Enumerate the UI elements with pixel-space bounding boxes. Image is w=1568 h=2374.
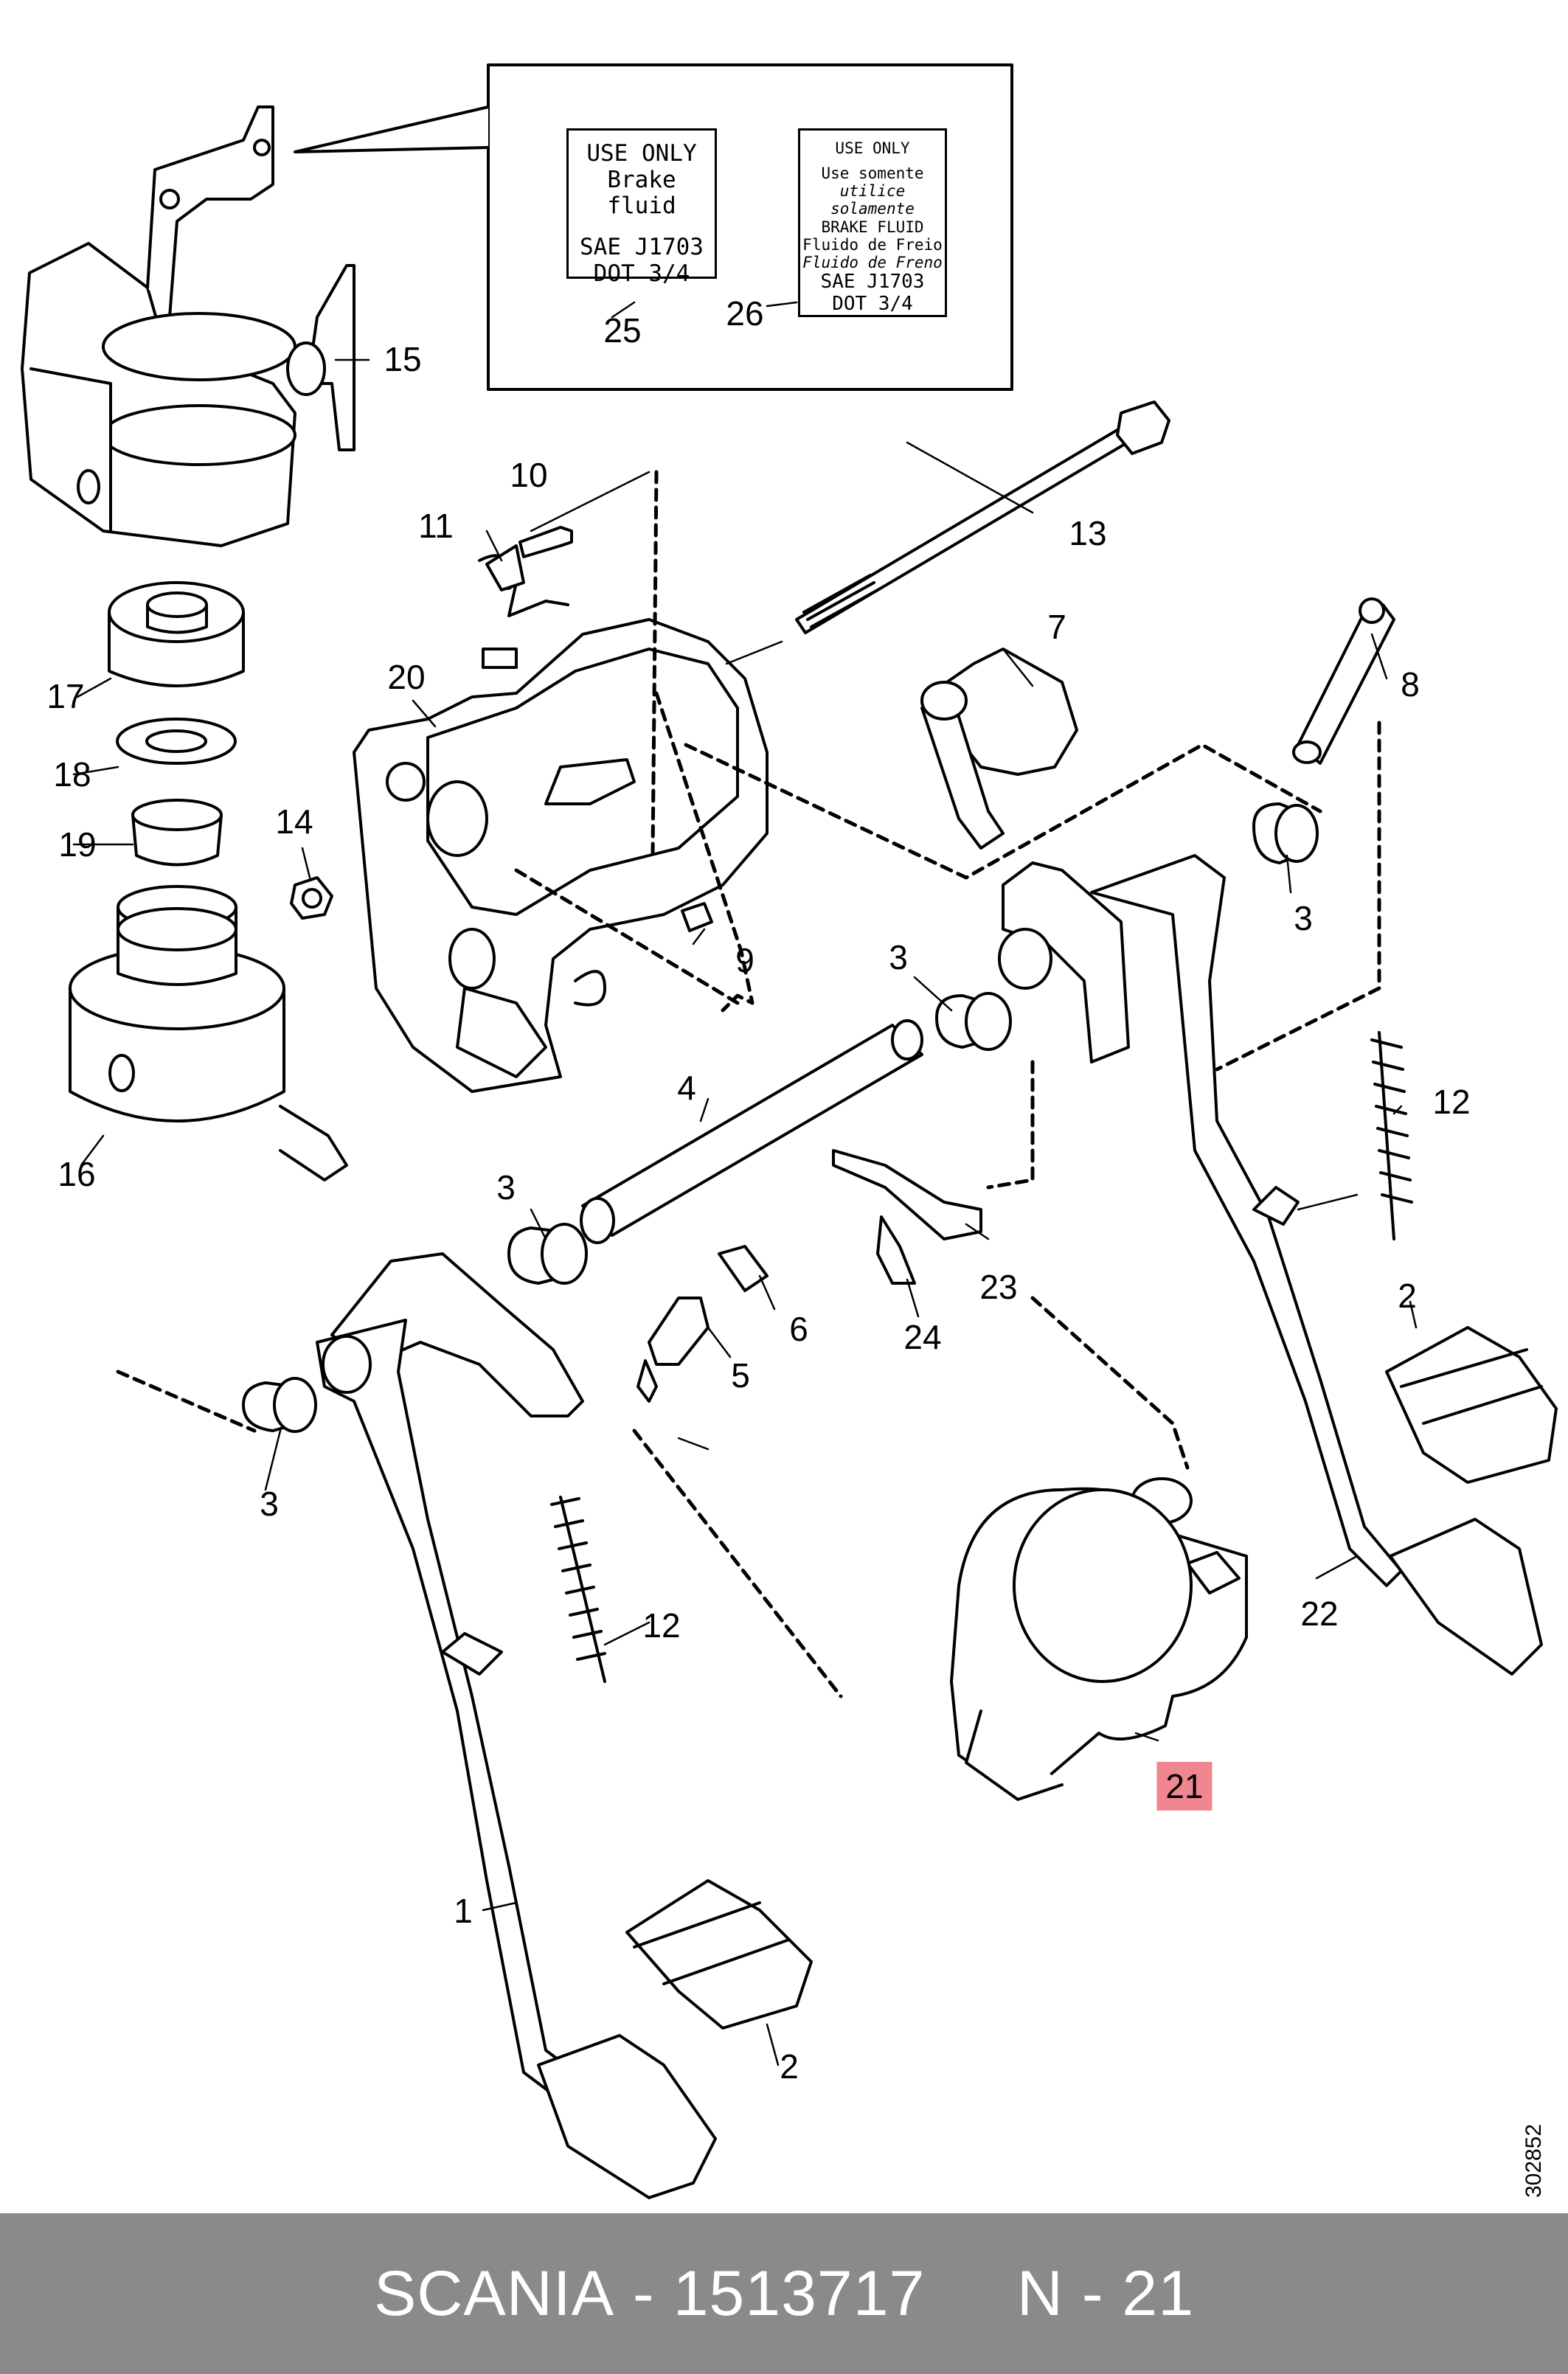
callout-21-highlighted: 21 <box>1156 1762 1213 1811</box>
reservoir-assembly <box>69 581 348 1181</box>
callout-6: 6 <box>789 1310 808 1348</box>
decal-26-line7: SAE J1703 <box>820 270 925 293</box>
decal-25-line4: DOT 3/4 <box>593 260 690 287</box>
master-cylinder <box>950 1477 1248 1801</box>
callout-3-left-lower: 3 <box>260 1485 279 1523</box>
callout-2-left: 2 <box>780 2047 799 2086</box>
callout-4: 4 <box>677 1069 696 1107</box>
decal-brake-fluid: USE ONLY Brake fluid SAE J1703 DOT 3/4 <box>566 128 717 286</box>
callout-7: 7 <box>1047 608 1066 646</box>
decal-25-line3: SAE J1703 <box>580 233 704 260</box>
callout-8: 8 <box>1401 665 1420 704</box>
clutch-pedal <box>316 1252 717 2199</box>
decal-26-line4: BRAKE FLUID <box>821 218 924 236</box>
callout-25: 25 <box>603 311 642 350</box>
callout-5: 5 <box>731 1356 750 1395</box>
sensor-bracket <box>920 597 1395 850</box>
decal-26-line1: USE ONLY <box>835 139 910 157</box>
footer-text: SCANIA - 1513717 N - 21 <box>0 2213 1568 2374</box>
decal-26-line2: Use somente <box>821 164 924 183</box>
callout-20: 20 <box>387 658 426 696</box>
decal-26-line5: Fluido de Freio <box>802 235 943 254</box>
callout-12-left: 12 <box>642 1606 681 1645</box>
decal-25-line2: Brake fluid <box>607 166 676 220</box>
callout-14: 14 <box>275 802 313 841</box>
callout-24: 24 <box>903 1318 942 1356</box>
decal-25-line1: USE ONLY <box>586 140 697 167</box>
callout-10: 10 <box>510 456 548 494</box>
pedal-pads <box>625 1326 1558 2030</box>
mounting-plate <box>353 618 769 1093</box>
assembly-dashed-lines <box>116 470 1381 1698</box>
bushings <box>242 802 1319 1433</box>
decal-26-line3: utilice solamente <box>830 182 915 218</box>
decal-26-line8: DOT 3/4 <box>832 292 913 315</box>
footer-bar: SCANIA - 1513717 N - 21 <box>0 2213 1568 2374</box>
callout-16: 16 <box>58 1155 96 1193</box>
decal-26-line6: Fluido de Freno <box>802 253 943 271</box>
callout-23: 23 <box>979 1268 1018 1306</box>
small-fasteners <box>290 526 713 932</box>
callout-18: 18 <box>53 755 91 794</box>
callout-3-center: 3 <box>889 938 908 976</box>
footer-separator: - <box>614 2257 673 2329</box>
callout-11: 11 <box>418 507 454 545</box>
callout-26: 26 <box>726 294 764 333</box>
figure-number: 302852 <box>1522 2123 1546 2198</box>
clevis-and-clips <box>636 1149 982 1403</box>
callout-12-right: 12 <box>1432 1083 1471 1121</box>
long-bolt <box>795 400 1170 634</box>
callout-17: 17 <box>46 677 85 715</box>
callout-2-right: 2 <box>1398 1277 1417 1315</box>
footer-brand: SCANIA <box>373 2257 615 2329</box>
callout-1: 1 <box>454 1892 473 1930</box>
reservoir-bracket <box>21 105 355 547</box>
pivot-shaft <box>580 1019 923 1244</box>
callout-9: 9 <box>735 941 754 979</box>
footer-ref: N - 21 <box>1016 2257 1195 2329</box>
callout-15: 15 <box>384 340 422 378</box>
decal-brake-fluid-multilingual: USE ONLY Use somente utilice solamente B… <box>798 128 947 317</box>
footer-part-number: 1513717 <box>673 2257 926 2329</box>
footer-gap <box>925 2257 1016 2330</box>
return-springs <box>550 1031 1413 1683</box>
callout-22: 22 <box>1300 1594 1339 1633</box>
leader-lines <box>72 301 1418 2066</box>
parts-diagram <box>21 63 1558 2199</box>
callout-19: 19 <box>58 825 97 864</box>
callout-13: 13 <box>1069 514 1107 552</box>
brake-pedal <box>998 854 1543 1676</box>
callout-3-right: 3 <box>1294 899 1313 937</box>
callout-3-left-upper: 3 <box>496 1168 516 1207</box>
